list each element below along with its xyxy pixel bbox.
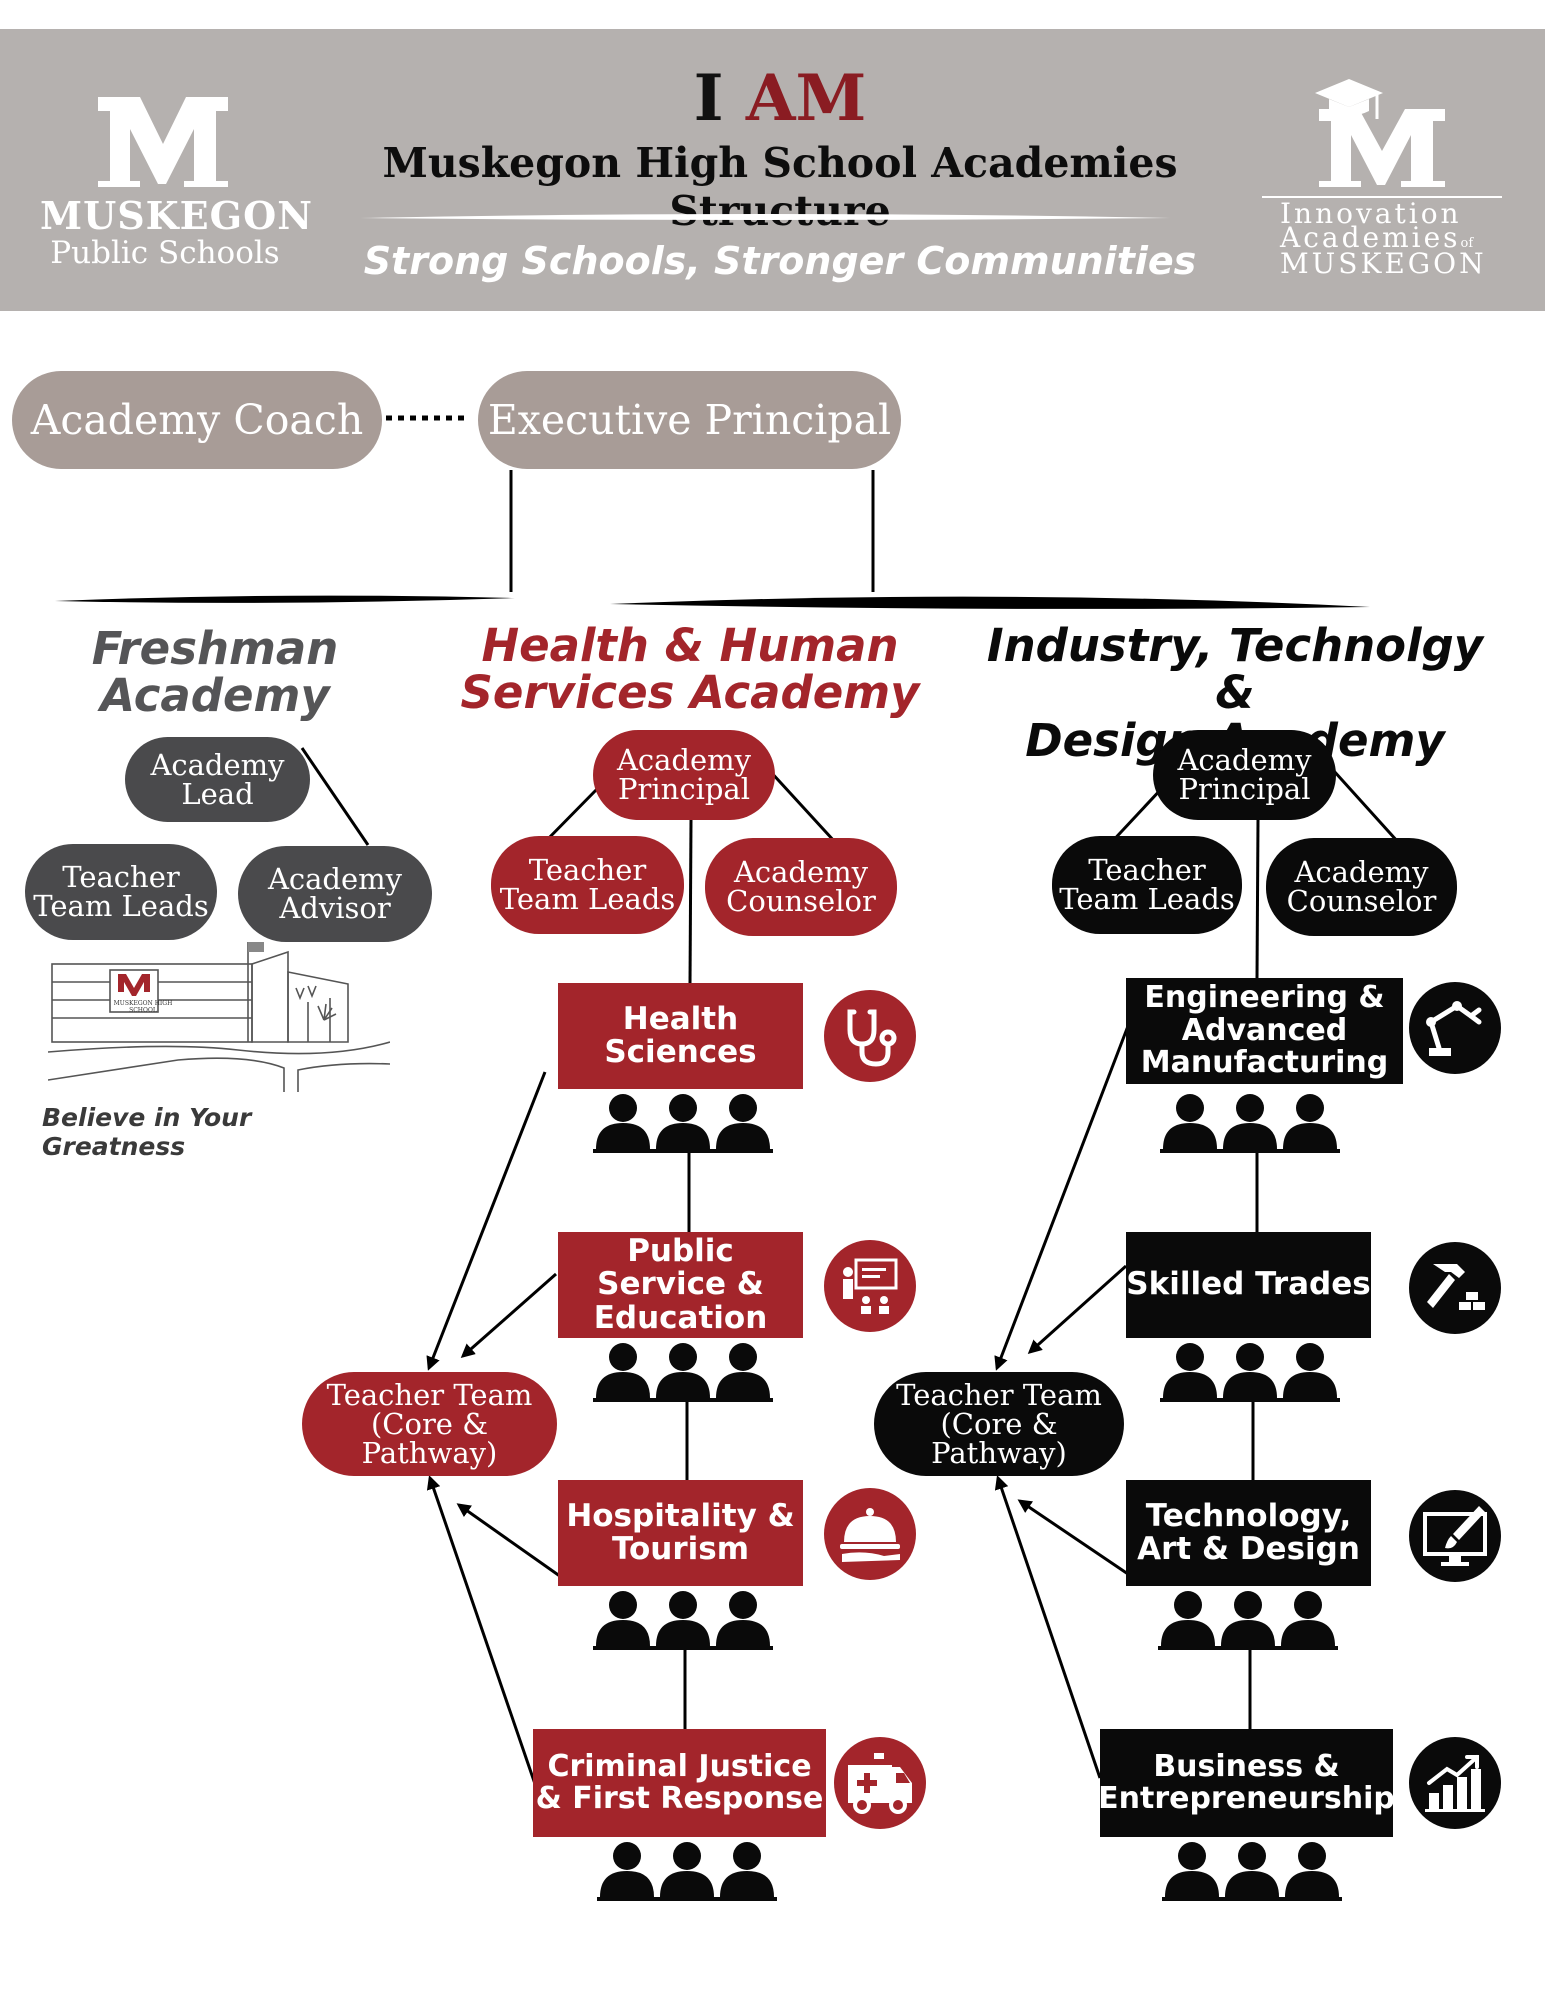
school-building-illustration [48,942,390,1092]
industry-teacher-team-line1: Teacher Team [896,1377,1102,1412]
skilled-trades-box: Skilled Trades [1126,1232,1371,1338]
logo-name: MUSKEGON [40,193,313,238]
m-logo-icon [98,97,228,187]
student-group-icon [1160,1093,1340,1153]
building-sign: MUSKEGON HIGH SCHOOL [113,1000,173,1014]
monitor-brush-icon [1409,1490,1501,1582]
freshman-title-line2: Academy [100,669,330,723]
title-divider [360,214,1170,220]
header-banner: MUSKEGON Public Schools I AM Muskegon Hi… [0,29,1545,311]
page-subtitle: Muskegon High School Academies Structure [382,139,1178,235]
hammer-bricks-icon [1409,1242,1501,1334]
health-teacher-team-line2: (Core & Pathway) [361,1406,498,1470]
hospitality-tourism-box: Hospitality & Tourism [558,1480,803,1586]
robot-arm-icon [1409,982,1501,1074]
logo-line2-text: Academies [1280,221,1461,254]
industry-title-line1: Industry, Technolgy & [986,619,1484,720]
academy-lead-node: Academy Lead [125,737,310,822]
logo-line2: Academiesof [1280,224,1500,257]
freshman-motto: Believe in Your Greatness [42,1103,252,1161]
health-teacher-team-leads-node: Teacher Team Leads [491,836,684,934]
ambulance-icon [834,1737,926,1829]
industry-teacher-team-line2: (Core & Pathway) [931,1406,1067,1470]
health-teacher-team-node: Teacher Team (Core & Pathway) [302,1372,557,1476]
student-group-icon [597,1841,777,1901]
student-group-icon [593,1342,773,1402]
health-academy-principal-node: Academy Principal [593,730,775,820]
title-am: AM [745,61,867,136]
student-group-icon [593,1093,773,1153]
academy-advisor-node: Academy Advisor [238,846,432,942]
executive-principal-node: Executive Principal [478,371,901,469]
freshman-teacher-team-leads-node: Teacher Team Leads [25,844,217,940]
health-academy-counselor-node: Academy Counselor [705,838,897,936]
health-sciences-box: Health Sciences [558,983,803,1089]
logo-line3: MUSKEGON [1280,247,1487,280]
student-group-icon [1162,1841,1342,1901]
student-group-icon [1158,1590,1338,1650]
stethoscope-icon [824,990,916,1082]
innovation-academies-logo: Innovation Academiesof MUSKEGON [1262,69,1502,309]
freshman-title-line1: Freshman [91,622,339,675]
industry-teacher-team-leads-node: Teacher Team Leads [1052,836,1242,934]
student-group-icon [1160,1342,1340,1402]
health-academy-title: Health & Human Services Academy [460,622,920,717]
health-teacher-team-line1: Teacher Team [326,1377,533,1412]
health-title-line1: Health & Human [481,619,899,672]
teacher-board-icon [824,1240,916,1332]
engineering-advanced-manufacturing-box: Engineering & Advanced Manufacturing [1126,978,1403,1084]
business-entrepreneurship-box: Business & Entrepreneurship [1098,1729,1395,1837]
student-group-icon [593,1590,773,1650]
logo-of: of [1460,236,1474,251]
page-title: I AM [300,67,1260,131]
logo-line1: Innovation [1280,197,1462,230]
muskegon-public-schools-logo: MUSKEGON Public Schools [40,89,313,289]
industry-academy-counselor-node: Academy Counselor [1266,838,1457,936]
logo-sub: Public Schools [50,235,280,271]
cloche-icon [824,1488,916,1580]
health-title-line2: Services Academy [460,666,920,720]
academy-coach-node: Academy Coach [12,371,382,469]
industry-academy-principal-node: Academy Principal [1153,730,1336,820]
technology-art-design-box: Technology, Art & Design [1126,1480,1371,1586]
growth-chart-icon [1409,1737,1501,1829]
criminal-justice-first-response-box: Criminal Justice & First Response [533,1729,826,1837]
public-service-education-box: Public Service & Education [558,1232,803,1338]
graduation-m-icon [1315,79,1445,187]
industry-teacher-team-node: Teacher Team (Core & Pathway) [874,1372,1124,1476]
title-i: I [693,61,724,136]
industry-academy-title: Industry, Technolgy & Design Academy [975,622,1495,764]
tagline: Strong Schools, Stronger Communities [363,239,1197,283]
freshman-academy-title: Freshman Academy [40,625,390,720]
